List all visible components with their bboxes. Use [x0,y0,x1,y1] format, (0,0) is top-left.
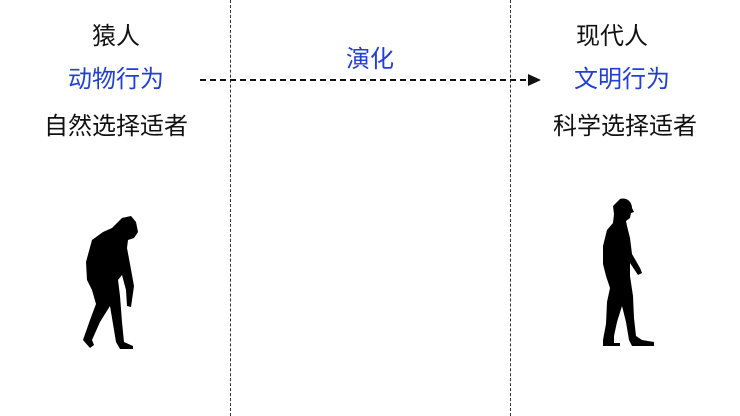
divider-right [510,0,511,416]
ape-silhouette-icon [83,216,138,349]
left-selection: 自然选择适者 [44,112,188,140]
right-behavior: 文明行为 [574,65,670,93]
right-selection: 科学选择适者 [553,112,697,140]
left-title: 猿人 [92,22,140,50]
divider-left [230,0,231,416]
evolution-label: 演化 [346,45,394,73]
right-title: 现代人 [576,22,648,50]
left-behavior: 动物行为 [68,65,164,93]
human-silhouette-icon [603,198,654,346]
dashed-arrow-right-icon [200,74,541,86]
